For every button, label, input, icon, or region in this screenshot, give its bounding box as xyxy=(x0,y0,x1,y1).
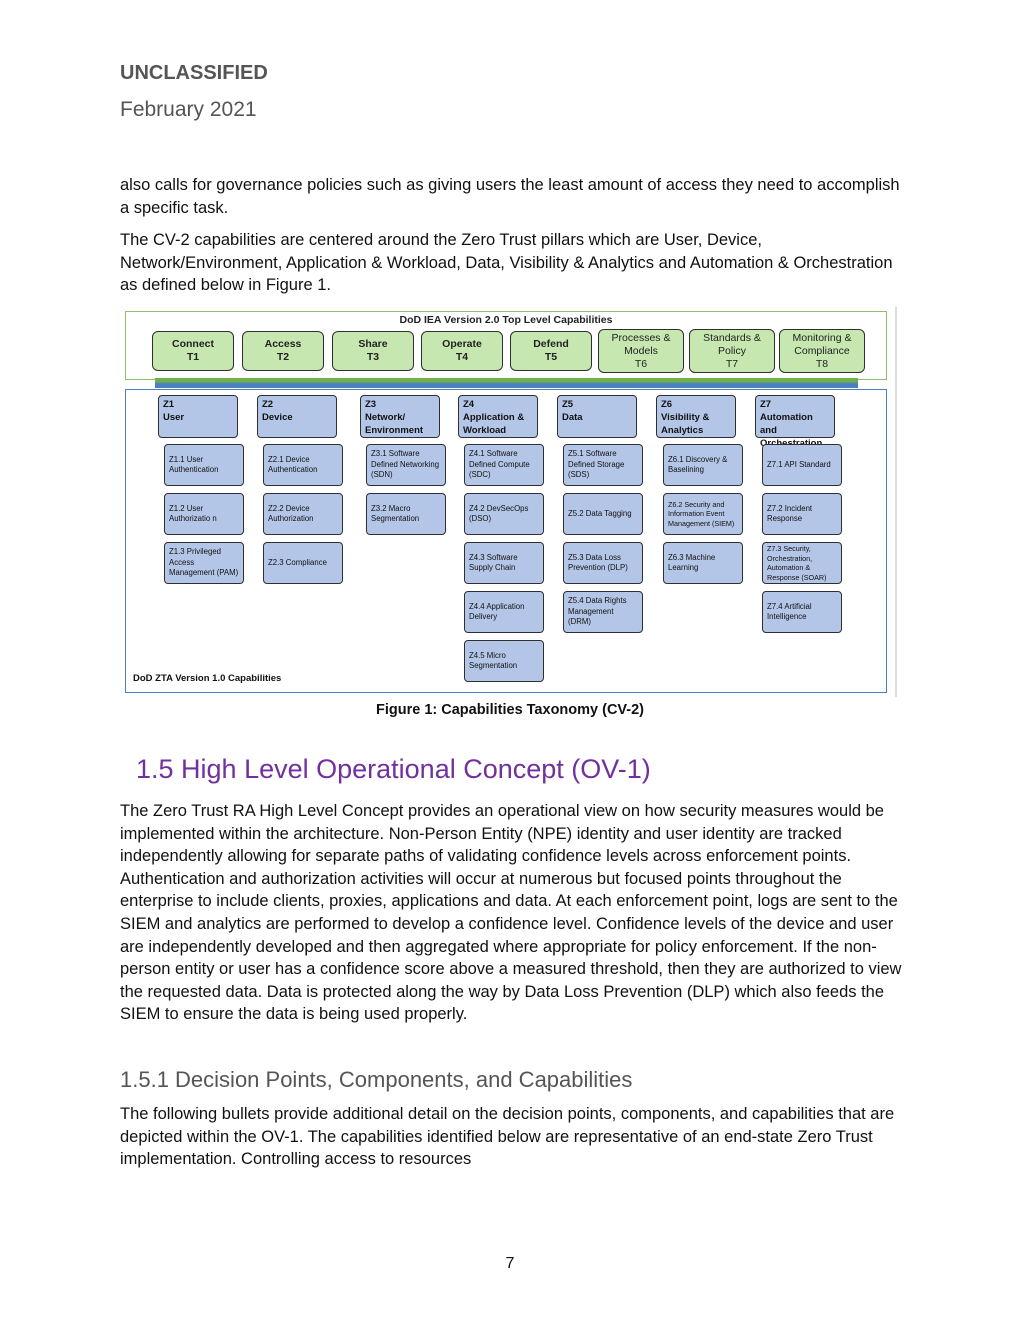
pillar-id: Z5 xyxy=(562,399,574,410)
capability-box: Z2.1 Device Authentication xyxy=(263,444,343,486)
capability-box: Z6.2 Security and Information Event Mana… xyxy=(663,493,743,535)
top-capability-name: Defend xyxy=(533,338,569,350)
capability-box: Z1.2 User Authorizatio n xyxy=(164,493,244,535)
top-capability-box: Operate T4 xyxy=(421,331,503,371)
body-paragraph: The following bullets provide additional… xyxy=(120,1105,895,1169)
top-capability-name: Operate xyxy=(442,338,482,350)
capability-box: Z7.1 API Standard xyxy=(762,444,842,486)
capability-box: Z6.3 Machine Learning xyxy=(663,542,743,584)
capability-box: Z1.1 User Authentication xyxy=(164,444,244,486)
body-paragraph: The Zero Trust RA High Level Concept pro… xyxy=(120,802,902,1024)
pillar-name: Visibility & Analytics xyxy=(661,412,710,436)
top-capability-code: T2 xyxy=(276,351,290,363)
capability-box: Z5.3 Data Loss Prevention (DLP) xyxy=(563,542,643,584)
top-capability-name: Processes & Models xyxy=(611,331,671,357)
top-capability-name: Monitoring & Compliance xyxy=(792,331,852,357)
pillar-id: Z3 xyxy=(365,399,377,410)
top-capability-box: Standards & Policy T7 xyxy=(689,329,775,373)
top-capability-code: T7 xyxy=(725,357,739,370)
top-capability-code: T4 xyxy=(455,351,469,363)
capability-box: Z3.2 Macro Segmentation xyxy=(366,493,446,535)
capability-box: Z2.3 Compliance xyxy=(263,542,343,584)
capability-box: Z7.2 Incident Response xyxy=(762,493,842,535)
capability-box: Z2.2 Device Authorization xyxy=(263,493,343,535)
capability-box: Z5.2 Data Tagging xyxy=(563,493,643,535)
pillar-header: Z3 Network/ Environment xyxy=(360,395,440,438)
top-capability-code: T1 xyxy=(186,351,200,363)
top-capability-box: Defend T5 xyxy=(510,331,592,371)
top-capability-box: Monitoring & Compliance T8 xyxy=(779,329,865,373)
divider xyxy=(895,307,897,697)
capability-box: Z4.4 Application Delivery xyxy=(464,591,544,633)
pillar-header: Z5 Data xyxy=(557,395,637,438)
header-classification: UNCLASSIFIED xyxy=(120,62,268,84)
figure-caption: Figure 1: Capabilities Taxonomy (CV-2) xyxy=(375,702,645,718)
section-heading: 1.5 High Level Operational Concept (OV-1… xyxy=(136,754,651,784)
capability-box: Z4.1 Software Defined Compute (SDC) xyxy=(464,444,544,486)
header-date: February 2021 xyxy=(120,98,257,121)
pillar-header: Z6 Visibility & Analytics xyxy=(656,395,736,438)
capability-box: Z4.2 DevSecOps (DSO) xyxy=(464,493,544,535)
pillar-id: Z7 xyxy=(760,399,772,410)
capability-box: Z6.1 Discovery & Baselining xyxy=(663,444,743,486)
top-capability-box: Share T3 xyxy=(332,331,414,371)
pillar-id: Z6 xyxy=(661,399,673,410)
page-number: 7 xyxy=(505,1255,515,1272)
capability-box: Z5.4 Data Rights Management (DRM) xyxy=(563,591,643,633)
top-capability-name: Standards & Policy xyxy=(703,331,761,357)
pillar-id: Z2 xyxy=(262,399,274,410)
capability-box: Z1.3 Privileged Access Management (PAM) xyxy=(164,542,244,584)
top-capability-name: Share xyxy=(358,338,388,350)
top-capability-code: T8 xyxy=(815,357,829,370)
pillar-header: Z2 Device xyxy=(257,395,337,438)
capability-box: Z4.5 Micro Segmentation xyxy=(464,640,544,682)
pillar-header: Z7 Automation and Orchestration xyxy=(755,395,835,449)
capabilities-taxonomy-figure: DoD IEA Version 2.0 Top Level Capabiliti… xyxy=(125,307,897,718)
top-capability-name: Access xyxy=(264,338,302,350)
pillar-header: Z4 Application & Workload xyxy=(458,395,538,438)
top-capability-code: T3 xyxy=(366,351,380,363)
top-capability-code: T6 xyxy=(634,357,648,370)
pillar-name: User xyxy=(163,412,185,423)
connector-band xyxy=(155,378,858,388)
subsection-heading: 1.5.1 Decision Points, Components, and C… xyxy=(120,1067,633,1092)
top-capability-code: T5 xyxy=(544,351,558,363)
pillar-name: Automation and Orchestration xyxy=(760,412,822,449)
bottom-panel-title: DoD ZTA Version 1.0 Capabilities xyxy=(133,673,282,684)
body-paragraph: also calls for governance policies such … xyxy=(120,176,900,217)
pillar-header: Z1 User xyxy=(158,395,238,438)
top-capability-box: Connect T1 xyxy=(152,331,234,371)
pillar-name: Data xyxy=(562,412,583,423)
capability-box: Z3.1 Software Defined Networking (SDN) xyxy=(366,444,446,486)
pillar-name: Application & Workload xyxy=(463,412,525,436)
body-paragraph: The CV-2 capabilities are centered aroun… xyxy=(120,231,893,295)
capability-box: Z4.3 Software Supply Chain xyxy=(464,542,544,584)
pillar-name: Network/ Environment xyxy=(365,412,424,436)
top-capability-box: Processes & Models T6 xyxy=(598,329,684,373)
pillar-id: Z4 xyxy=(463,399,475,410)
top-capability-box: Access T2 xyxy=(242,331,324,371)
top-capability-name: Connect xyxy=(172,338,214,350)
pillar-name: Device xyxy=(262,412,293,423)
top-panel-title: DoD IEA Version 2.0 Top Level Capabiliti… xyxy=(399,314,613,326)
pillar-id: Z1 xyxy=(163,399,175,410)
capability-box: Z7.4 Artificial Intelligence xyxy=(762,591,842,633)
capability-box: Z5.1 Software Defined Storage (SDS) xyxy=(563,444,643,486)
capability-box: Z7.3 Security, Orchestration, Automation… xyxy=(762,542,842,584)
